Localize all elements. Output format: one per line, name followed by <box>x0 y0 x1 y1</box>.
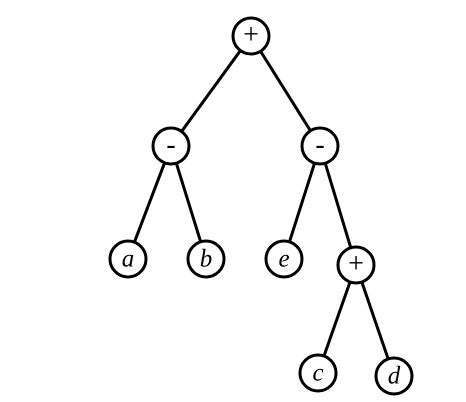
edge-left-minus-to-leaf-b <box>174 161 203 244</box>
node-circle <box>264 239 304 279</box>
node-label: - <box>166 130 175 161</box>
node-circle <box>374 356 414 396</box>
node-inner-plus: + <box>336 245 376 285</box>
edge-inner-plus-to-leaf-d <box>360 280 390 361</box>
node-label: - <box>315 130 324 161</box>
node-leaf-e: e <box>264 239 304 279</box>
node-left-minus: - <box>151 126 191 166</box>
node-label: b <box>200 246 213 273</box>
node-circle <box>300 126 340 166</box>
tree-nodes: + - - a b e + c d <box>108 16 414 396</box>
tree-edges <box>132 49 390 361</box>
node-leaf-b: b <box>186 239 226 279</box>
node-circle <box>186 239 226 279</box>
node-leaf-c: c <box>298 353 338 393</box>
edge-inner-plus-to-leaf-c <box>322 280 352 358</box>
node-leaf-d: d <box>374 356 414 396</box>
edge-right-minus-to-leaf-e <box>287 161 317 244</box>
node-label: d <box>388 363 401 390</box>
node-circle <box>336 245 376 285</box>
node-label: e <box>278 246 289 273</box>
node-root: + <box>231 16 271 56</box>
node-circle <box>231 16 271 56</box>
node-label: + <box>348 249 364 280</box>
node-label: a <box>122 246 135 273</box>
node-label: + <box>243 20 259 51</box>
node-right-minus: - <box>300 126 340 166</box>
node-label: c <box>312 360 323 387</box>
edge-root-to-left-minus <box>180 49 242 133</box>
edge-left-minus-to-leaf-a <box>132 161 167 244</box>
node-circle <box>298 353 338 393</box>
node-leaf-a: a <box>108 239 148 279</box>
node-circle <box>108 239 148 279</box>
edge-right-minus-to-inner-plus <box>323 161 353 250</box>
edge-root-to-right-minus <box>259 49 312 133</box>
node-circle <box>151 126 191 166</box>
